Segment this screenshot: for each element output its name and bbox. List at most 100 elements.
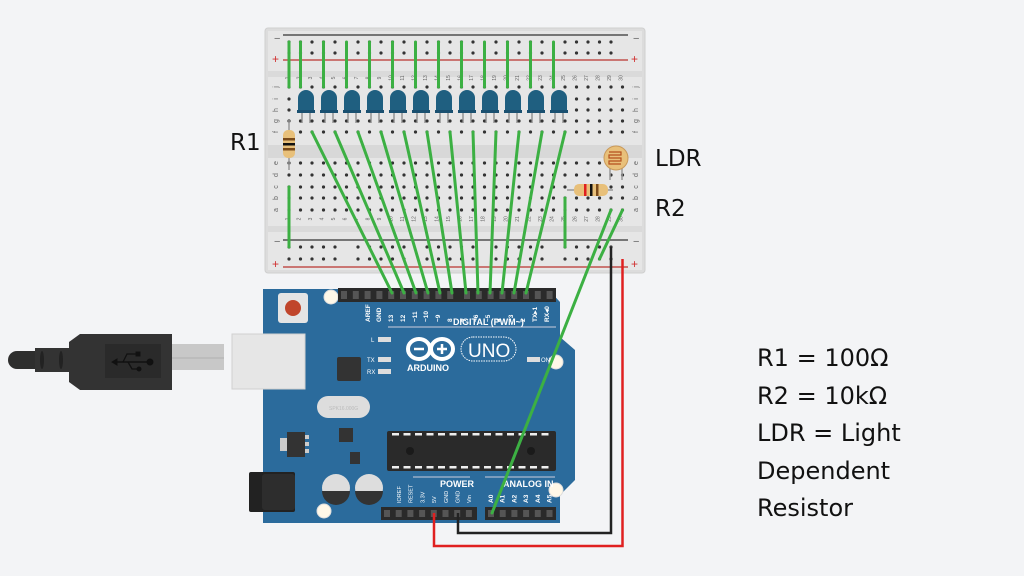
row-letter: d	[273, 173, 280, 177]
reset-button-cap	[285, 300, 301, 316]
note-ldr: LDR = Light	[757, 419, 901, 447]
digital-pin-label: 4	[496, 318, 503, 322]
column-number: 21	[515, 216, 521, 222]
power-pin-label: 3.3V	[420, 491, 426, 503]
label-r2: R2	[655, 196, 686, 222]
column-number: 10	[389, 216, 395, 222]
column-number: 21	[515, 75, 521, 81]
usb-chip	[337, 357, 361, 381]
column-number: 30	[619, 216, 625, 222]
led	[297, 90, 315, 123]
analog-pin-label: A0	[488, 494, 495, 503]
column-number: 24	[550, 216, 556, 222]
ldr-power-wire	[598, 208, 624, 261]
column-number: 9	[377, 76, 383, 79]
header-pin	[464, 291, 470, 299]
column-number: 23	[538, 216, 544, 222]
led-signal-wire	[356, 130, 418, 295]
power-pin-label: IOREF	[397, 486, 403, 503]
column-number: 19	[492, 216, 498, 222]
digital-pin-label: GND	[376, 307, 383, 322]
digital-pin-label: TX▸1	[532, 306, 539, 322]
usb-symbol-icon	[111, 351, 154, 372]
rail-minus-bl: −	[274, 236, 280, 248]
digital-pin-label: ~9	[435, 314, 442, 322]
led	[481, 90, 499, 123]
column-number: 2	[297, 217, 303, 220]
column-number: 8	[366, 217, 372, 220]
header-pin	[534, 291, 541, 299]
5v-wire	[432, 259, 624, 548]
column-number: 5	[331, 217, 337, 220]
chip-pin	[530, 433, 537, 436]
led	[320, 90, 338, 123]
header-pin	[511, 291, 518, 299]
resistor-r2	[567, 184, 613, 196]
led	[343, 90, 361, 123]
power-header	[381, 507, 477, 520]
led	[550, 90, 568, 123]
column-number: 27	[584, 216, 590, 222]
power-pin-label: GND	[444, 491, 450, 503]
column-number: 13	[423, 216, 429, 222]
led-label-l: L	[371, 338, 375, 344]
led-signal-wire	[310, 130, 394, 295]
led-signal-wire	[448, 130, 468, 295]
row-letter: f	[273, 131, 280, 133]
component-notes: R1 = 100Ω R2 = 10kΩ LDR = Light Dependen…	[757, 340, 901, 528]
led	[435, 90, 453, 123]
row-letter: j	[273, 86, 280, 89]
column-number: 28	[596, 216, 602, 222]
row-letter: a	[633, 208, 640, 212]
power-label: POWER	[440, 479, 475, 489]
row-letter: j	[633, 86, 640, 89]
chip-pin	[415, 466, 422, 469]
column-number: 17	[469, 75, 475, 81]
chip-pin	[484, 433, 491, 436]
led-signal-wire	[524, 130, 567, 295]
column-number: 26	[573, 75, 579, 81]
digital-pin-label: ~5	[485, 314, 492, 322]
chip-pin	[392, 466, 399, 469]
header-pin	[407, 510, 414, 517]
capacitor-1	[322, 474, 350, 505]
header-pin	[475, 291, 482, 299]
chip-pin	[415, 433, 422, 436]
header-pin	[546, 510, 553, 517]
header-pin	[395, 510, 402, 517]
led-signal-wire	[379, 130, 430, 295]
chip-pin	[518, 466, 526, 469]
digital-pin-label: 2	[520, 318, 527, 322]
chip-pin	[438, 433, 445, 436]
digital-pin-label: 8	[447, 318, 454, 322]
digital-pin-label: ~3	[508, 314, 515, 322]
column-number: 18	[481, 216, 487, 222]
column-number: 3	[308, 217, 314, 220]
led-signal-wire	[333, 130, 406, 295]
led-signal-wire	[512, 130, 544, 295]
chip-pin	[449, 466, 457, 469]
digital-pin-label: RX◂0	[544, 306, 551, 322]
digital-header-label: DIGITAL (PWM~)	[453, 317, 524, 327]
column-number: 12	[412, 216, 418, 222]
analog-header	[485, 507, 556, 520]
row-letter: d	[633, 173, 640, 177]
usb-cable	[8, 334, 224, 390]
led-label-on: ON	[541, 358, 550, 364]
chip-pin	[495, 433, 503, 436]
column-number: 7	[354, 217, 360, 220]
header-pin	[447, 291, 454, 299]
header-pin	[523, 291, 529, 299]
rail-minus-tr: −	[633, 33, 639, 45]
row-letter: h	[273, 108, 280, 112]
power-pin-label: 5V	[432, 496, 438, 503]
header-pin	[499, 510, 506, 517]
row-letter: g	[273, 119, 280, 123]
analog-pin-label: A2	[511, 494, 518, 503]
led-array	[297, 90, 568, 123]
rail-plus-tr: +	[631, 52, 638, 66]
column-number: 19	[492, 75, 498, 81]
